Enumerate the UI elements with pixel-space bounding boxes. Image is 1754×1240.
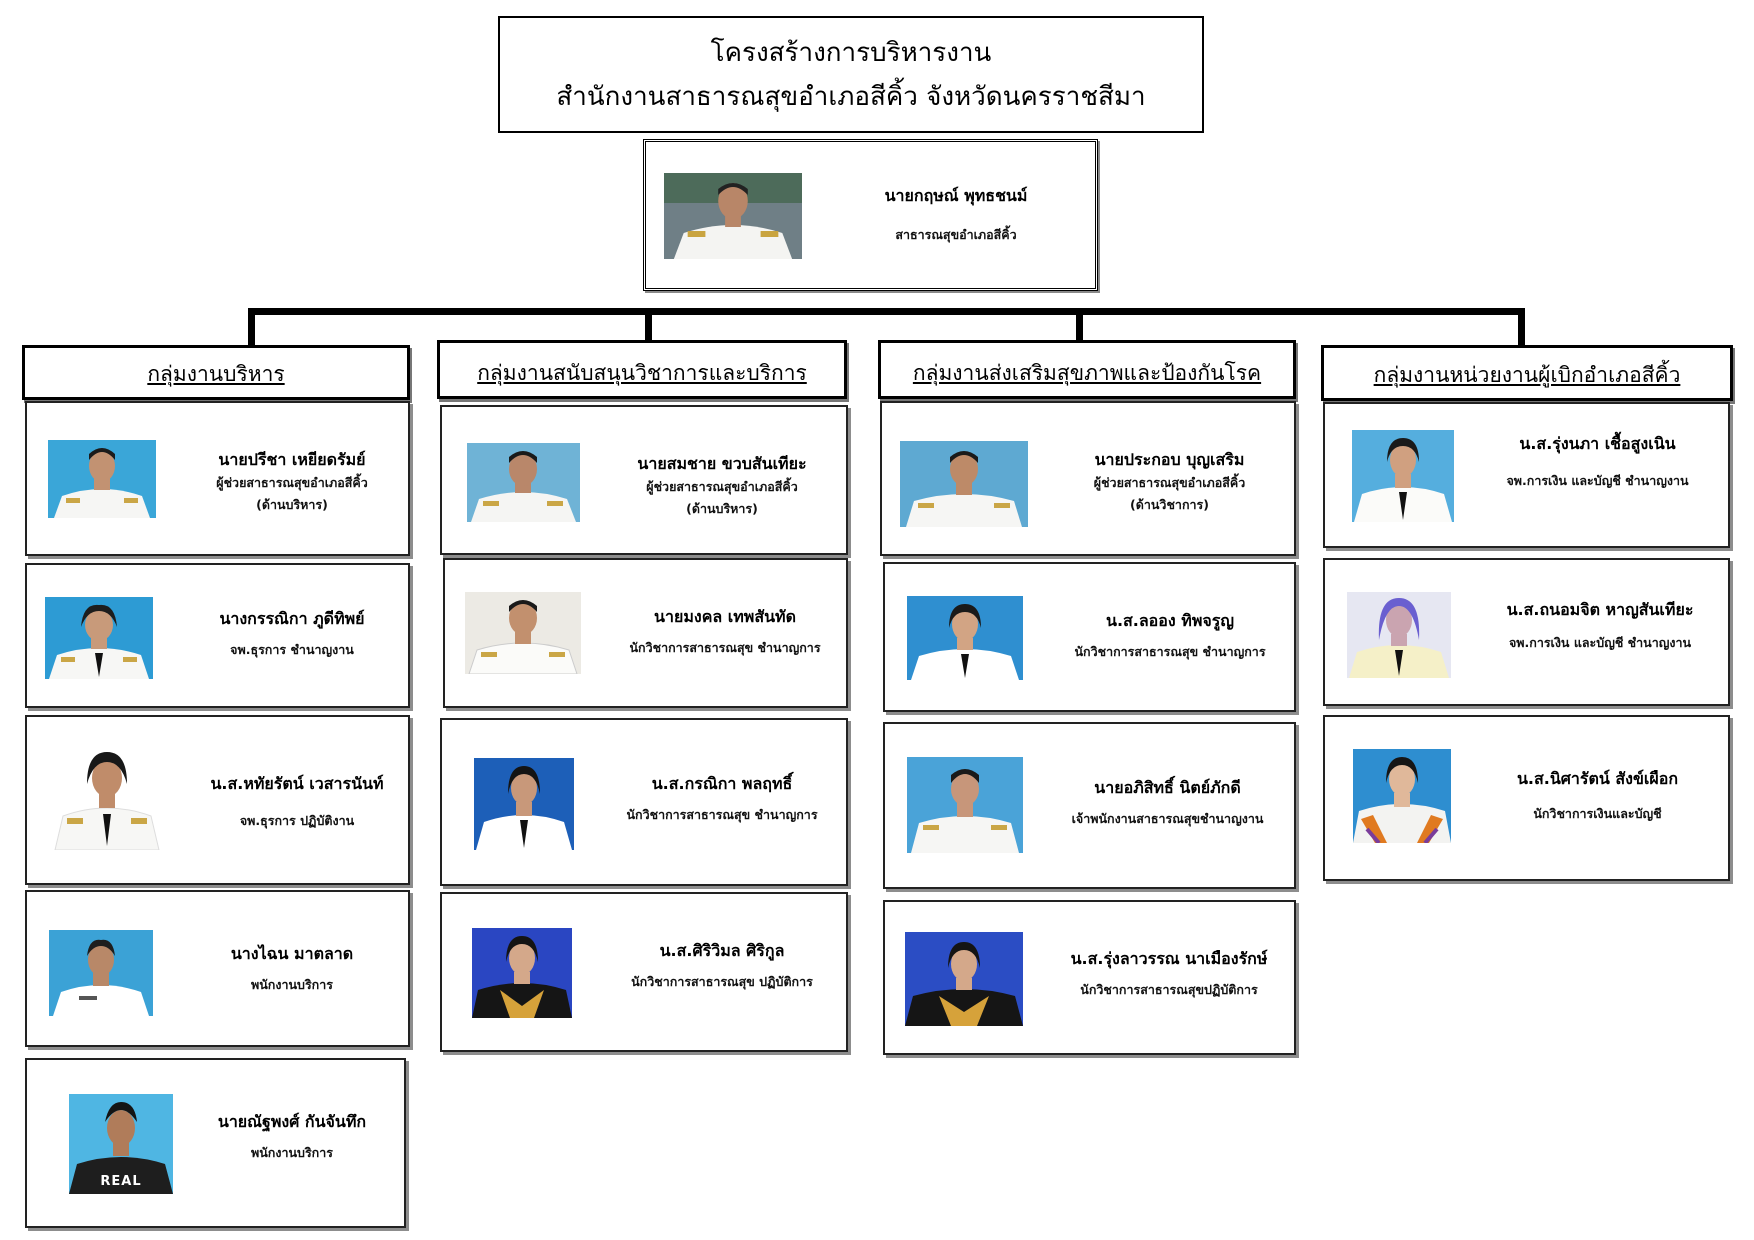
member-card: น.ส.ศิริวิมล ศิริกูล นักวิชาการสาธารณสุข… [440, 892, 848, 1052]
member-name: นายณัฐพงศ์ กันจันทึก [217, 1112, 367, 1131]
member-title-detail: (ด้านวิชาการ) [1130, 497, 1209, 512]
chart-title-box: โครงสร้างการบริหารงาน สำนักงานสาธารณสุขอ… [498, 16, 1204, 133]
group-header-academic-support: กลุ่มงานสนับสนุนวิชาการและบริการ [437, 340, 847, 399]
member-card: น.ส.ลออง ทิพจรูญ นักวิชาการสาธารณสุข ชำน… [883, 562, 1296, 712]
member-title: นักวิชาการสาธารณสุขปฏิบัติการ [1080, 982, 1258, 997]
member-name: น.ส.รุ่งนภา เชื้อสูงเนิน [1519, 434, 1676, 453]
member-photo [51, 742, 163, 850]
connector-drop [248, 308, 255, 345]
group-header-administration: กลุ่มงานบริหาร [22, 345, 410, 400]
member-card: นางกรรณิกา ภูดีทิพย์ จพ.ธุรการ ชำนาญงาน [25, 563, 410, 708]
connector-drop [645, 308, 652, 340]
connector-drop [1518, 308, 1525, 345]
member-title-detail: (ด้านบริหาร) [686, 501, 758, 516]
member-photo [465, 592, 581, 674]
member-photo [1352, 430, 1454, 522]
member-title: พนักงานบริการ [251, 1145, 333, 1160]
member-title: จพ.การเงิน และบัญชี ชำนาญงาน [1508, 635, 1692, 650]
member-card: น.ส.รุ่งนภา เชื้อสูงเนิน จพ.การเงิน และบ… [1323, 402, 1730, 548]
member-title: นักวิชาการเงินและบัญชี [1533, 806, 1662, 821]
group-header-health-promotion: กลุ่มงานส่งเสริมสุขภาพและป้องกันโรค [878, 340, 1296, 399]
member-title: ผู้ช่วยสาธารณสุขอำเภอสีคิ้ว [1093, 475, 1246, 490]
member-photo: REAL [69, 1094, 173, 1194]
member-photo [49, 930, 153, 1016]
member-card: น.ส.ถนอมจิต หาญสันเทียะ จพ.การเงิน และบั… [1323, 558, 1730, 706]
member-photo [472, 928, 572, 1018]
member-card: น.ส.นิศารัตน์ สังข์เผือก นักวิชาการเงินแ… [1323, 715, 1730, 881]
member-card: นายประกอบ บุญเสริม ผู้ช่วยสาธารณสุขอำเภอ… [880, 401, 1296, 556]
chart-title: โครงสร้างการบริหารงาน [710, 37, 992, 68]
member-card: น.ส.หทัยรัตน์ เวสารนันท์ จพ.ธุรการ ปฏิบั… [25, 715, 410, 885]
member-name: นายอภิสิทธิ์ นิตย์ภักดี [1094, 778, 1241, 797]
member-card: น.ส.กรณิกา พลฤทธิ์ นักวิชาการสาธารณสุข ช… [440, 718, 848, 886]
member-name: นางไฉน มาตลาด [230, 944, 354, 963]
member-photo [1347, 592, 1451, 678]
connector-bar [248, 308, 1525, 315]
member-title: เจ้าพนักงานสาธารณสุขชำนาญงาน [1071, 811, 1264, 826]
member-name: น.ส.หทัยรัตน์ เวสารนันท์ [210, 774, 384, 793]
member-card: นางไฉน มาตลาด พนักงานบริการ [25, 890, 410, 1047]
head-photo [664, 173, 802, 259]
member-card: REAL นายณัฐพงศ์ กันจันทึก พนักงานบริการ [25, 1058, 406, 1228]
member-name: นายปรีชา เหยียดรัมย์ [218, 450, 366, 469]
member-photo [467, 443, 580, 522]
member-card: นายปรีชา เหยียดรัมย์ ผู้ช่วยสาธารณสุขอำเ… [25, 401, 410, 556]
member-photo [907, 757, 1023, 853]
member-title: จพ.ธุรการ ชำนาญงาน [230, 642, 354, 657]
member-title: พนักงานบริการ [251, 977, 333, 992]
member-title: นักวิชาการสาธารณสุข ชำนาญการ [626, 807, 818, 822]
member-title: นักวิชาการสาธารณสุข ชำนาญการ [1074, 644, 1266, 659]
member-name: น.ส.ศิริวิมล ศิริกูล [659, 941, 785, 960]
shirt-print: REAL [100, 1174, 142, 1189]
member-photo [474, 758, 574, 850]
member-photo [45, 597, 153, 679]
member-title: ผู้ช่วยสาธารณสุขอำเภอสีคิ้ว [646, 479, 798, 494]
member-card: น.ส.รุ่งลาวรรณ นาเมืองรักษ์ นักวิชาการสา… [883, 900, 1296, 1055]
member-photo [907, 596, 1023, 680]
member-name: น.ส.รุ่งลาวรรณ นาเมืองรักษ์ [1070, 949, 1268, 968]
member-title-detail: (ด้านบริหาร) [256, 497, 328, 512]
member-name: นางกรรณิกา ภูดีทิพย์ [219, 609, 365, 628]
head-name: นายกฤษณ์ พุทธชนม์ [884, 186, 1028, 205]
group-header-disbursing-unit: กลุ่มงานหน่วยงานผู้เบิกอำเภอสีคิ้ว [1321, 345, 1733, 401]
member-name: น.ส.ถนอมจิต หาญสันเทียะ [1506, 600, 1694, 619]
member-title: ผู้ช่วยสาธารณสุขอำเภอสีคิ้ว [216, 475, 368, 490]
member-title: จพ.การเงิน และบัญชี ชำนาญงาน [1506, 473, 1689, 488]
member-name: น.ส.กรณิกา พลฤทธิ์ [651, 774, 793, 793]
member-photo [900, 441, 1028, 527]
member-photo [905, 932, 1023, 1026]
connector-drop [1076, 308, 1083, 340]
member-name: นายประกอบ บุญเสริม [1094, 450, 1245, 469]
chart-subtitle: สำนักงานสาธารณสุขอำเภอสีคิ้ว จังหวัดนครร… [556, 81, 1146, 112]
head-card: นายกฤษณ์ พุทธชนม์ สาธารณสุขอำเภอสีคิ้ว [643, 139, 1098, 291]
member-name: น.ส.ลออง ทิพจรูญ [1106, 611, 1234, 630]
member-card: นายมงคล เทพสันทัด นักวิชาการสาธารณสุข ชำ… [443, 558, 848, 708]
member-name: นายสมชาย ขวบสันเทียะ [637, 454, 807, 473]
member-title: นักวิชาการสาธารณสุข ปฏิบัติการ [631, 974, 813, 989]
member-name: นายมงคล เทพสันทัด [654, 607, 796, 626]
head-title: สาธารณสุขอำเภอสีคิ้ว [895, 227, 1017, 242]
member-name: น.ส.นิศารัตน์ สังข์เผือก [1516, 769, 1679, 788]
member-card: นายอภิสิทธิ์ นิตย์ภักดี เจ้าพนักงานสาธาร… [883, 722, 1296, 889]
member-photo [48, 440, 156, 518]
member-card: นายสมชาย ขวบสันเทียะ ผู้ช่วยสาธารณสุขอำเ… [440, 405, 848, 555]
member-title: จพ.ธุรการ ปฏิบัติงาน [239, 813, 355, 828]
member-photo [1353, 749, 1451, 843]
member-title: นักวิชาการสาธารณสุข ชำนาญการ [629, 640, 821, 655]
